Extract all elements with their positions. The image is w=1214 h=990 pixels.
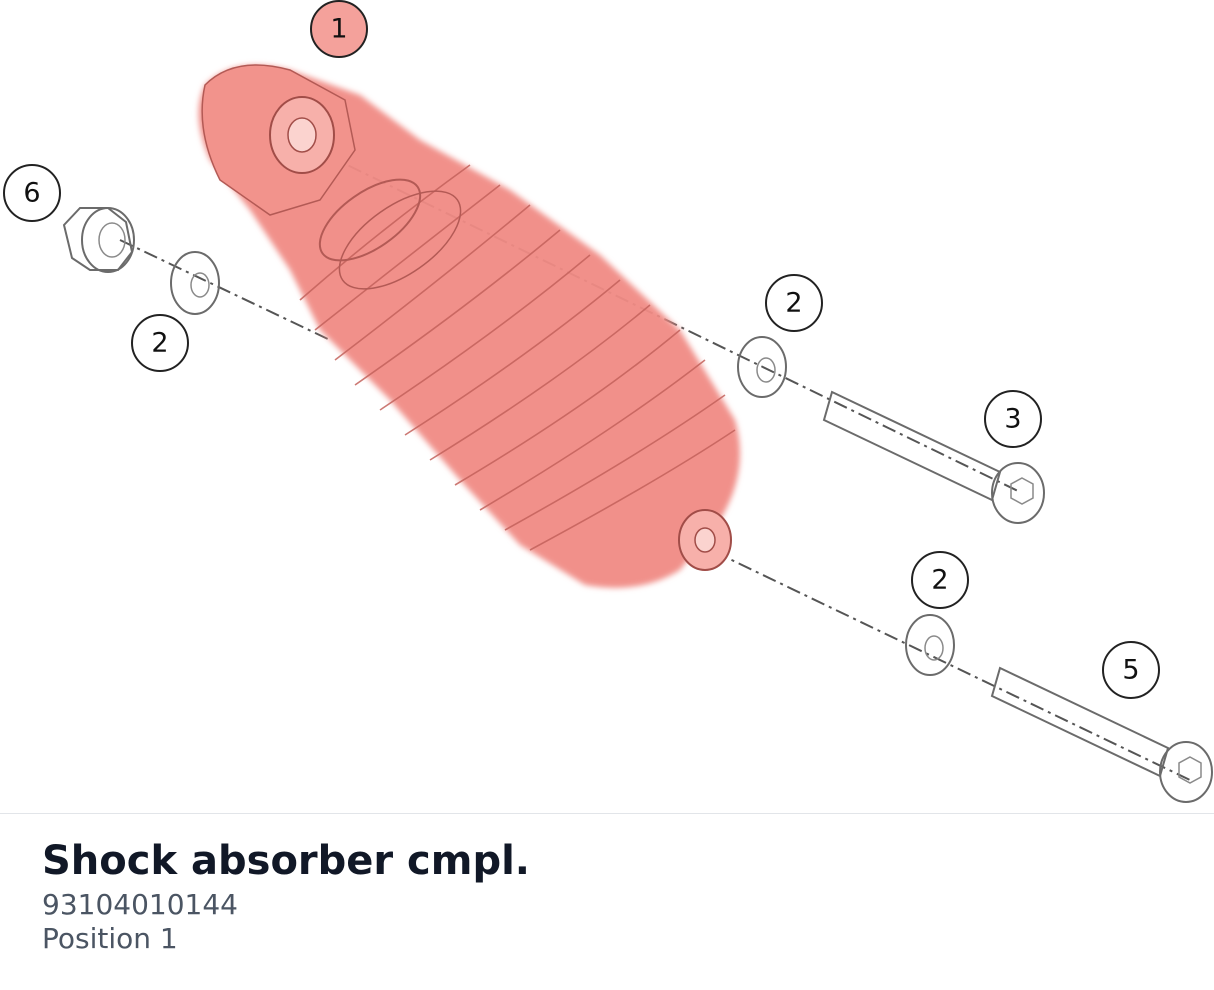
callout-6[interactable]: 6 xyxy=(3,164,61,222)
callout-5-label: 5 xyxy=(1122,655,1139,686)
callout-1[interactable]: 1 xyxy=(310,0,368,58)
callout-2-upper-right[interactable]: 2 xyxy=(765,274,823,332)
callout-2-upper-right-label: 2 xyxy=(785,288,802,319)
divider xyxy=(0,813,1214,814)
washer-left[interactable] xyxy=(170,251,220,315)
callout-1-label: 1 xyxy=(330,14,347,45)
callout-5[interactable]: 5 xyxy=(1102,641,1160,699)
callout-3[interactable]: 3 xyxy=(984,390,1042,448)
part-number: 93104010144 xyxy=(42,888,238,921)
nut[interactable] xyxy=(62,207,135,273)
callout-2-lower-right-label: 2 xyxy=(931,565,948,596)
washer-lower-right[interactable] xyxy=(905,614,955,676)
callout-6-label: 6 xyxy=(23,178,40,209)
lower-bolt[interactable] xyxy=(990,666,1213,803)
part-position: Position 1 xyxy=(42,922,178,955)
washer-upper-right[interactable] xyxy=(737,336,787,398)
callout-2-left[interactable]: 2 xyxy=(131,314,189,372)
shock-absorber[interactable] xyxy=(198,64,741,588)
callout-2-lower-right[interactable]: 2 xyxy=(911,551,969,609)
callout-2-left-label: 2 xyxy=(151,328,168,359)
part-title: Shock absorber cmpl. xyxy=(42,838,530,884)
part-caption: Shock absorber cmpl. 93104010144 Positio… xyxy=(42,834,530,956)
exploded-parts-diagram: 1 6 2 2 3 2 5 xyxy=(3,0,1213,803)
upper-bolt[interactable] xyxy=(822,390,1045,524)
callout-3-label: 3 xyxy=(1004,404,1021,435)
axis-lines xyxy=(119,141,1191,781)
